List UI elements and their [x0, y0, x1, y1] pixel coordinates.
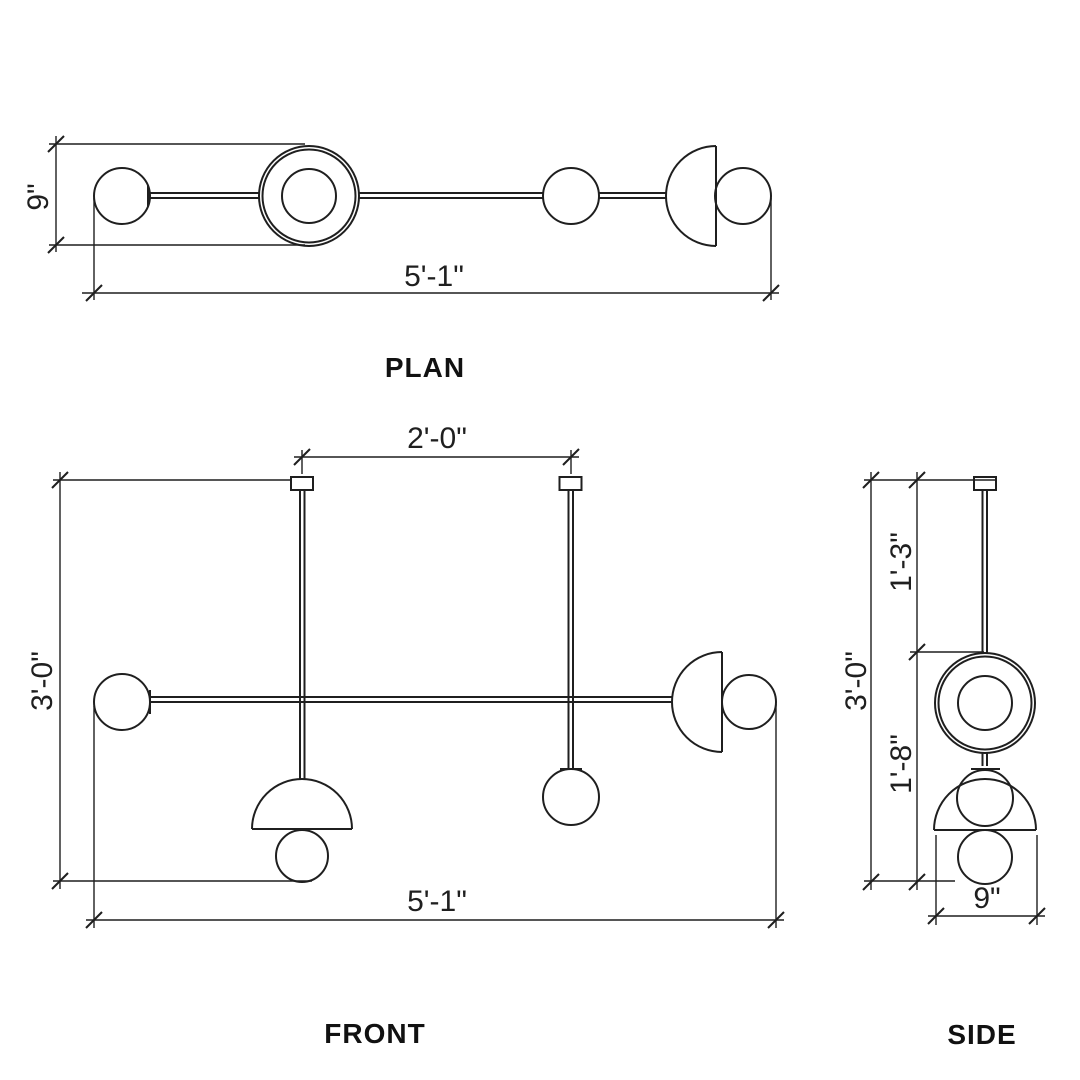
front-stem-left [299, 490, 306, 779]
front-fixture [93, 476, 777, 883]
side-stem [981, 490, 988, 653]
plan-ring-globe [281, 168, 337, 224]
plan-view: 9" 5'-1" PLAN [22, 135, 780, 383]
front-dome-right [671, 651, 723, 753]
front-canopy-right [558, 476, 583, 491]
side-fixture [933, 476, 1037, 885]
plan-dim-depth: 9" [22, 135, 305, 254]
side-globe-bottom [957, 829, 1013, 885]
front-rod [150, 696, 672, 703]
side-view: 3'-0" 1'-3" 1'-8" [840, 471, 1046, 1050]
side-upper-drop-label: 1'-3" [885, 532, 918, 592]
side-ring-inner-edge [937, 655, 1033, 751]
plan-dome [665, 145, 717, 247]
plan-rod [150, 192, 666, 199]
front-stem-spacing-label: 2'-0" [407, 422, 467, 455]
plan-dim-width: 5'-1" [82, 198, 780, 302]
plan-globe-middle [542, 167, 600, 225]
plan-view-title: PLAN [385, 352, 465, 383]
side-view-title: SIDE [947, 1019, 1016, 1050]
plan-globe-left [93, 167, 151, 225]
side-canopy [973, 476, 997, 491]
front-height-label: 3'-0" [26, 651, 59, 711]
side-lower-drop-label: 1'-8" [885, 734, 918, 794]
front-dim-height: 3'-0" [26, 471, 312, 890]
side-dome [933, 778, 1037, 831]
side-height-label: 3'-0" [840, 651, 873, 711]
plan-width-label: 5'-1" [404, 260, 464, 293]
plan-ring-inner-edge [261, 148, 357, 244]
front-view-title: FRONT [324, 1018, 425, 1049]
side-extension-lines [864, 479, 997, 882]
side-ring-outer [934, 652, 1036, 754]
plan-globe-right [714, 167, 772, 225]
front-globe-left [93, 673, 151, 731]
front-globe-right [721, 674, 777, 730]
side-dim-drops: 1'-3" 1'-8" [885, 471, 926, 891]
front-width-label: 5'-1" [407, 885, 467, 918]
side-drop-stem [981, 753, 988, 766]
front-dome-left-globe [275, 829, 329, 883]
front-dome-left [251, 778, 353, 830]
side-dim-height: 3'-0" [840, 471, 880, 891]
side-dim-depth: 9" [927, 835, 1046, 925]
side-ring-globe [957, 675, 1013, 731]
side-depth-label: 9" [973, 882, 1000, 915]
front-view: 2'-0" 3'-0" [26, 422, 785, 1049]
plan-ring-outer [258, 145, 360, 247]
front-dim-stem-spacing: 2'-0" [293, 422, 580, 474]
plan-depth-label: 9" [22, 183, 55, 210]
front-dim-width: 5'-1" [85, 704, 785, 929]
front-globe-middle [542, 768, 600, 826]
front-canopy-left [290, 476, 314, 491]
front-stem-right [567, 490, 574, 769]
plan-fixture [93, 145, 772, 247]
